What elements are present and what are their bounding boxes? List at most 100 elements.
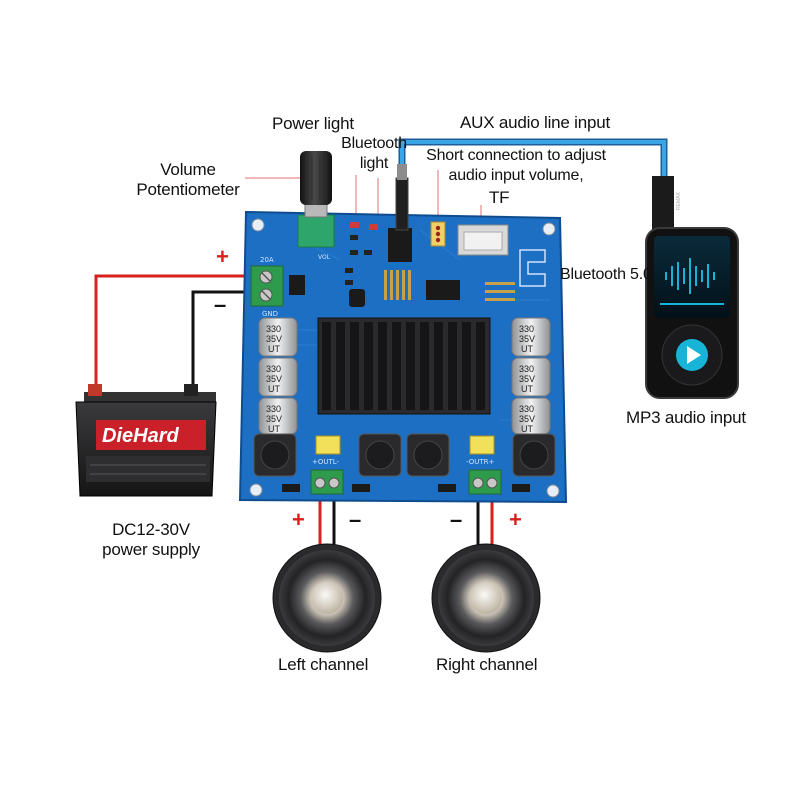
battery-brand: DieHard (102, 425, 179, 447)
mp3-label: MP3 audio input (626, 408, 746, 427)
cap-text: 330 (519, 324, 534, 334)
inductor (358, 433, 402, 477)
power-plus-sign: + (216, 244, 229, 269)
small-capacitor (349, 289, 365, 307)
film-capacitor-right (469, 435, 495, 455)
tf-label: TF (489, 188, 510, 207)
cap-text: UT (268, 344, 280, 354)
bluetooth-50-label: Bluetooth 5.0 (560, 266, 652, 283)
left-plus-sign: + (292, 507, 305, 532)
film-capacitor-left (315, 435, 341, 455)
capacitor: 330 35V UT (258, 357, 298, 397)
cap-text: 330 (519, 364, 534, 374)
cap-text: UT (521, 344, 533, 354)
cap-text: 330 (266, 364, 281, 374)
small-parts (282, 484, 530, 492)
inductor (253, 433, 297, 477)
left-speaker-terminal (310, 469, 344, 495)
outl-text: +OUTL- (312, 458, 340, 466)
cap-text: 35V (266, 374, 282, 384)
power-terminal: 20A GND (250, 256, 284, 318)
mounting-holes (249, 218, 560, 498)
right-capacitors: 330 35V UT 330 35V UT 330 35V UT (511, 317, 551, 435)
potentiometer-knob (300, 151, 332, 205)
cap-text: 330 (266, 404, 281, 414)
outr-text: -OUTR+ (466, 458, 494, 466)
right-speaker (431, 543, 541, 653)
battery-positive-terminal (88, 384, 102, 396)
vol-text: VOL (318, 254, 331, 261)
aux-plug (395, 177, 409, 231)
tf-card-slot (457, 224, 509, 256)
capacitor: 330 35V UT (511, 317, 551, 357)
cap-text: 35V (519, 374, 535, 384)
phone-plug-brand: REMAX (676, 192, 682, 210)
v20a-text: 20A (260, 256, 274, 264)
capacitor: 330 35V UT (258, 317, 298, 357)
right-speaker-terminal (468, 469, 502, 495)
aux-cable (398, 138, 668, 195)
cap-text: 330 (266, 324, 281, 334)
bluetooth-module (519, 249, 546, 287)
inductors (253, 433, 556, 477)
indicator-leds (345, 222, 378, 285)
cap-text: 35V (266, 414, 282, 424)
volume-label-line1: Volume (160, 160, 216, 179)
bluetooth-light-label-line2: light (359, 155, 389, 172)
aux-jack (388, 164, 412, 262)
inductor (512, 433, 556, 477)
gnd-text: GND (262, 310, 278, 318)
left-capacitors: 330 35V UT 330 35V UT 330 35V UT (258, 317, 298, 435)
gain-header (430, 221, 446, 247)
volume-label: Volume Potentiometer (128, 160, 248, 200)
bluetooth-led (369, 224, 378, 230)
mp3-player: REMAX (645, 176, 739, 399)
right-plus-sign: + (509, 507, 522, 532)
power-supply-label-line2: power supply (102, 540, 200, 559)
battery-negative-terminal (184, 384, 198, 396)
audio-chip (426, 280, 460, 300)
power-minus-sign: – (214, 292, 227, 317)
phone-screen (654, 236, 730, 318)
volume-label-line2: Potentiometer (136, 180, 240, 199)
cap-text: 35V (266, 334, 282, 344)
power-supply-label-line1: DC12-30V (112, 520, 190, 539)
battery: DieHard (75, 384, 217, 497)
bluetooth-light-label: Bluetooth light (336, 134, 412, 174)
cap-text: UT (521, 384, 533, 394)
aux-cable-inner (400, 140, 666, 195)
cap-text: 330 (519, 404, 534, 414)
short-connection-label-line1: Short connection to adjust (426, 147, 606, 164)
capacitor: 330 35V UT (511, 357, 551, 397)
cap-text: UT (268, 424, 280, 434)
capacitor: 330 35V UT (258, 397, 298, 435)
cap-text: 35V (519, 334, 535, 344)
waveform (665, 258, 715, 294)
power-wires (94, 274, 262, 392)
cap-text: UT (521, 424, 533, 434)
power-negative-wire (191, 290, 262, 392)
short-connection-label: Short connection to adjust audio input v… (416, 146, 616, 186)
left-channel-label: Left channel (278, 655, 369, 674)
left-speaker-dome (311, 582, 343, 614)
power-led (350, 222, 359, 228)
right-speaker-dome (470, 582, 502, 614)
play-icon (687, 346, 701, 364)
left-speaker (272, 543, 382, 653)
regulator-chip (289, 275, 305, 295)
phone-plug (652, 176, 674, 230)
volume-potentiometer: VOL (297, 151, 335, 261)
heatsink (317, 317, 491, 415)
capacitor: 330 35V UT (511, 397, 551, 435)
power-supply-label: DC12-30V power supply (86, 520, 216, 560)
right-channel-label: Right channel (436, 655, 538, 674)
left-minus-sign: – (349, 507, 362, 532)
inductor (406, 433, 450, 477)
short-connection-label-line2: audio input volume, (448, 167, 584, 184)
battery-label-band (96, 420, 206, 450)
right-minus-sign: – (450, 507, 463, 532)
aux-jack-body (388, 228, 412, 262)
power-light-label: Power light (272, 114, 354, 133)
bluetooth-light-label-line1: Bluetooth (341, 135, 407, 152)
potentiometer-base (297, 214, 335, 248)
